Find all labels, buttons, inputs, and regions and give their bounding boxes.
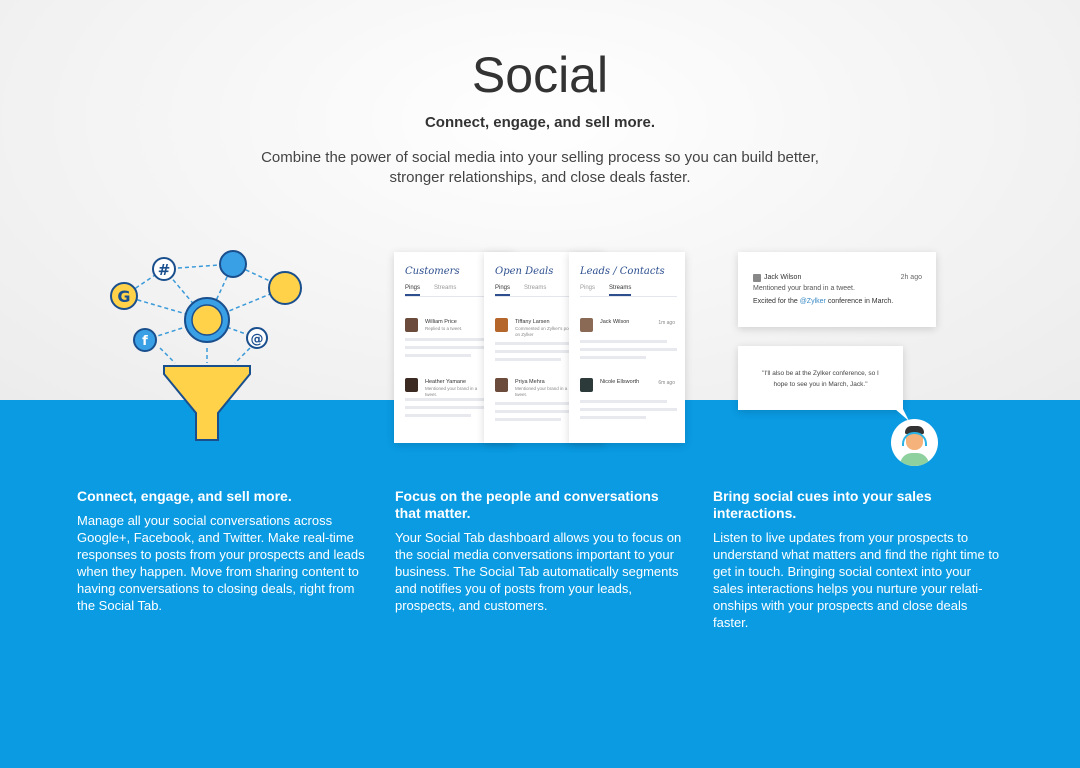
mention-link[interactable]: @Zylker (799, 298, 826, 305)
feature-title: Connect, engage, and sell more. (77, 488, 292, 504)
reply-bubble: "I'll also be at the Zylker conference, … (738, 346, 903, 410)
social-funnel-illustration: G # @ f (110, 250, 302, 441)
timestamp: 6m ago (658, 380, 675, 386)
contact-name: Tiffany Larsen (515, 319, 550, 325)
svg-text:#: # (158, 261, 171, 279)
card-title: Open Deals (495, 266, 554, 277)
avatar (495, 318, 508, 332)
contact-name: Heather Yamane (425, 379, 467, 385)
contact-note: Mentioned your brand in a tweet. (515, 386, 568, 397)
tab-pings[interactable]: Pings (495, 285, 511, 296)
twitter-icon (268, 271, 302, 305)
contact-name: Nicole Ellsworth (600, 379, 640, 385)
google-icon (110, 282, 138, 310)
card-title: Leads / Contacts (580, 266, 665, 277)
contact-name: William Price (425, 319, 457, 325)
svg-text:@: @ (251, 332, 264, 347)
like-icon (219, 250, 247, 278)
feature-body: Listen to live updates from your prospec… (713, 530, 1000, 630)
page-title: Social (471, 47, 609, 103)
feature-body: Your Social Tab dashboard allows you to … (395, 530, 682, 613)
card-tabs: Pings Streams (405, 285, 506, 297)
agent-avatar (891, 419, 938, 466)
tab-pings[interactable]: Pings (405, 285, 421, 296)
tweet-time: 2h ago (900, 274, 922, 281)
contact-note: Commented on Zylker's post on Zylker (515, 326, 573, 337)
avatar (580, 318, 593, 332)
tab-streams[interactable]: Streams (609, 285, 632, 296)
leads-contacts-card[interactable]: Leads / Contacts Pings Streams Jack Wilso… (569, 252, 685, 443)
contact-name: Jack Wilson (600, 319, 630, 325)
feature-title: Focus on the people and conversations th… (395, 488, 659, 521)
bubble-tail (895, 409, 909, 421)
tab-streams[interactable]: Streams (434, 285, 457, 291)
contact-note: Replied to a tweet. (425, 326, 463, 331)
facebook-icon (133, 328, 157, 352)
avatar (580, 378, 593, 392)
svg-text:G: G (117, 287, 130, 306)
tweet-card[interactable]: Jack Wilson 2h ago Mentioned your brand … (738, 252, 936, 327)
tab-streams[interactable]: Streams (524, 285, 547, 291)
tab-pings[interactable]: Pings (580, 285, 596, 291)
tweet-author: Jack Wilson (764, 274, 802, 281)
card-tabs: Pings Streams (495, 285, 596, 297)
card-tabs: Pings Streams (580, 285, 677, 297)
feature-body: Manage all your social conversations acr… (77, 513, 365, 613)
feature-title: Bring social cues into your sales intera… (713, 488, 932, 521)
tweet-text: Excited for the @Zylker conference in Ma… (753, 298, 894, 305)
contact-note: Mentioned your brand in a tweet. (425, 386, 478, 397)
svg-text:f: f (142, 334, 148, 349)
tweet-note: Mentioned your brand in a tweet. (753, 285, 855, 292)
at-icon (246, 327, 268, 349)
reply-text: "I'll also be at the Zylker conference, … (762, 370, 879, 388)
hashtag-icon (152, 257, 176, 281)
twitter-icon (753, 274, 761, 282)
feature-focus: Focus on the people and conversations th… (395, 488, 685, 614)
feature-social-cues: Bring social cues into your sales intera… (713, 488, 1003, 631)
contact-name: Priya Mehra (515, 379, 545, 385)
avatar (405, 378, 418, 392)
feature-connect: Connect, engage, and sell more. Manage al… (77, 488, 367, 614)
page-subtitle: Connect, engage, and sell more. (424, 114, 656, 131)
funnel-icon (163, 365, 251, 441)
card-title: Customers (405, 266, 460, 277)
avatar (495, 378, 508, 392)
timestamp: 1m ago (658, 320, 675, 326)
page-description: Combine the power of social media into y… (261, 149, 819, 186)
avatar (405, 318, 418, 332)
